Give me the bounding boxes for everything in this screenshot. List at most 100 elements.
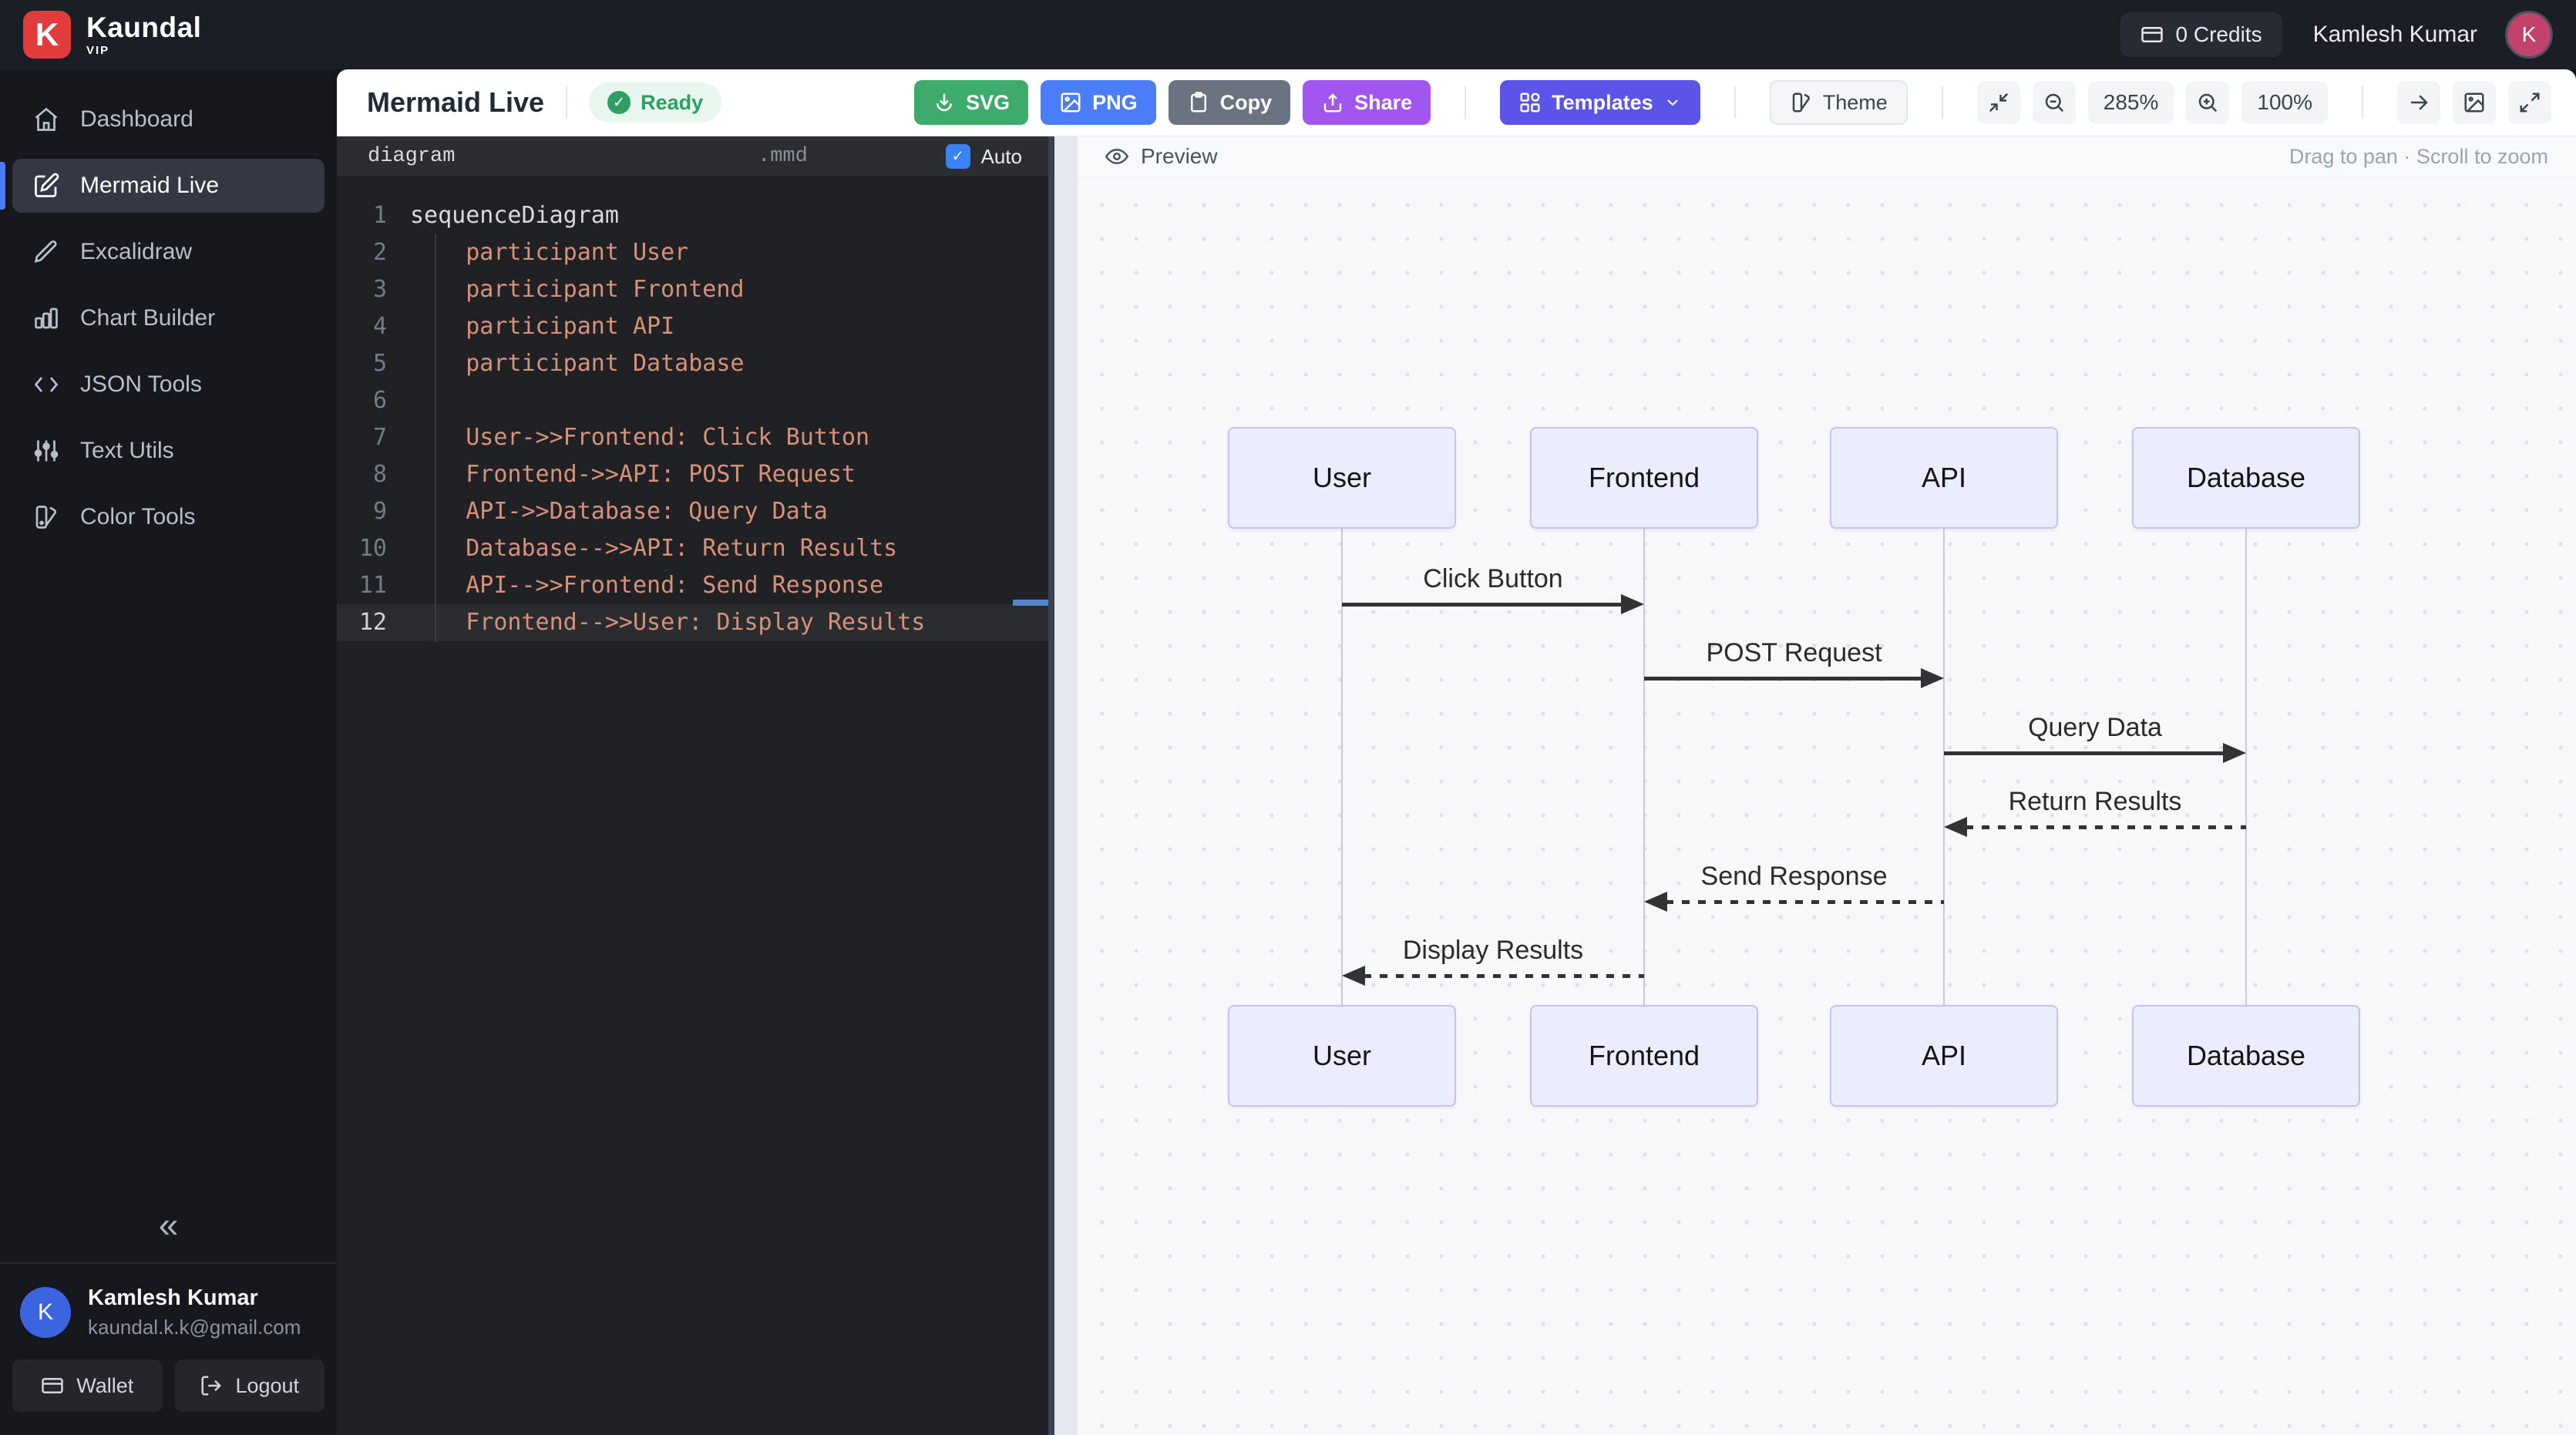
participant-box-top: Database [2132, 427, 2360, 529]
code-line[interactable]: 6 [337, 382, 1048, 419]
sidebar-user-email: kaundal.k.k@gmail.com [88, 1316, 301, 1339]
code-line[interactable]: 11 API-->>Frontend: Send Response [337, 567, 1048, 604]
message-line [1666, 900, 1944, 904]
code-line[interactable]: 7 User->>Frontend: Click Button [337, 419, 1048, 456]
sidebar-user-name: Kamlesh Kumar [88, 1285, 258, 1310]
sidebar-item-color-tools[interactable]: Color Tools [12, 490, 325, 544]
editor-file-extension: .mmd [758, 145, 808, 168]
zoom-in-button[interactable] [2186, 81, 2230, 124]
brand-name: Kaundal [86, 12, 202, 43]
sidebar-collapse-icon[interactable]: « [158, 1205, 179, 1245]
top-bar: K Kaundal VIP 0 Credits Kamlesh Kumar K [0, 0, 2576, 69]
credits-label: 0 Credits [2175, 22, 2262, 46]
code-line[interactable]: 1 sequenceDiagram [337, 197, 1048, 234]
sidebar-item-label: Text Utils [80, 438, 174, 463]
code-text: API-->>Frontend: Send Response [410, 572, 884, 599]
pan-right-button[interactable] [2397, 81, 2440, 124]
eye-icon [1105, 148, 1128, 165]
credit-card-icon [2141, 27, 2163, 42]
indent-guide [435, 234, 436, 643]
export-scale[interactable]: 100% [2241, 81, 2328, 124]
line-number: 3 [372, 276, 387, 303]
wallet-button[interactable]: Wallet [12, 1359, 163, 1412]
brand-logo[interactable]: K Kaundal VIP [23, 11, 201, 59]
share-button[interactable]: Share [1303, 80, 1431, 125]
sidebar-item-excalidraw[interactable]: Excalidraw [12, 225, 325, 279]
line-number: 1 [372, 202, 387, 229]
code-line[interactable]: 3 participant Frontend [337, 271, 1048, 308]
code-text: participant Database [410, 350, 745, 377]
palette-icon [35, 506, 56, 529]
export-svg-button[interactable]: SVG [914, 80, 1029, 125]
sidebar-item-label: Color Tools [80, 504, 196, 529]
zoom-out-button[interactable] [2032, 81, 2076, 124]
chevron-down-icon [1666, 99, 1678, 106]
arrowhead-icon [1342, 966, 1365, 986]
lifeline [1643, 529, 1645, 1005]
sidebar-item-dashboard[interactable]: Dashboard [12, 92, 325, 146]
message-label: Send Response [1700, 862, 1888, 891]
sidebar-item-json-tools[interactable]: JSON Tools [12, 358, 325, 412]
code-line[interactable]: 4 participant API [337, 308, 1048, 345]
message-label: POST Request [1706, 638, 1882, 667]
line-number: 11 [358, 572, 387, 599]
logout-button[interactable]: Logout [174, 1359, 325, 1412]
auto-render-toggle[interactable]: ✓ Auto [945, 144, 1022, 169]
bar-chart-icon [35, 308, 58, 329]
zoom-in-icon [2199, 93, 2218, 113]
code-line[interactable]: 5 participant Database [337, 345, 1048, 382]
templates-button[interactable]: Templates [1500, 80, 1700, 125]
message-line [1342, 603, 1623, 607]
arrow-right-icon [2411, 95, 2428, 110]
pane-resize-handle[interactable] [1048, 136, 1078, 1435]
credit-card-icon [42, 1378, 63, 1393]
message-line [1944, 751, 2225, 755]
status-badge: ✓ Ready [589, 82, 722, 123]
participant-box-bottom: Database [2132, 1005, 2360, 1107]
export-png-button[interactable]: PNG [1041, 80, 1156, 125]
code-line[interactable]: 12 Frontend-->>User: Display Results [337, 604, 1048, 641]
user-avatar[interactable]: K [2505, 11, 2553, 59]
line-number: 12 [358, 609, 387, 636]
sidebar-item-text-utils[interactable]: Text Utils [12, 424, 325, 478]
sidebar-item-mermaid-live[interactable]: Mermaid Live [0, 159, 325, 213]
code-text: sequenceDiagram [410, 202, 619, 229]
code-text: Frontend->>API: POST Request [410, 461, 856, 488]
sidebar-item-label: JSON Tools [80, 371, 202, 397]
sidebar-item-chart-builder[interactable]: Chart Builder [12, 291, 325, 345]
code-text: participant Frontend [410, 276, 745, 303]
credits-button[interactable]: 0 Credits [2120, 12, 2282, 57]
code-line[interactable]: 9 API->>Database: Query Data [337, 493, 1048, 530]
editor-tab-name[interactable]: diagram [368, 145, 456, 168]
line-number: 4 [372, 313, 387, 340]
maximize-icon [2520, 92, 2540, 113]
sidebar-item-label: Dashboard [80, 106, 193, 132]
scrollbar-cursor-marker [1013, 600, 1048, 606]
fullscreen-button[interactable] [2508, 81, 2551, 124]
brand-subtitle: VIP [86, 44, 110, 57]
message-label: Display Results [1402, 936, 1584, 965]
line-number: 5 [372, 350, 387, 377]
sidebar-user: K Kamlesh Kumar kaundal.k.k@gmail.com [12, 1285, 325, 1359]
snapshot-button[interactable] [2453, 81, 2496, 124]
line-number: 10 [358, 535, 387, 562]
theme-button[interactable]: Theme [1769, 80, 1908, 125]
sliders-icon [34, 440, 59, 462]
main-area: Mermaid Live ✓ Ready SVG PNG Copy [337, 69, 2576, 1435]
code-line[interactable]: 8 Frontend->>API: POST Request [337, 456, 1048, 493]
code-line[interactable]: 2 participant User [337, 234, 1048, 271]
main-header: Mermaid Live ✓ Ready SVG PNG Copy [337, 69, 2576, 136]
edit-square-icon [35, 173, 59, 197]
lifeline [2245, 529, 2247, 1005]
copy-button[interactable]: Copy [1168, 80, 1291, 125]
editor-tab-bar: diagram .mmd ✓ Auto [337, 136, 1048, 177]
line-number: 6 [372, 387, 387, 414]
code-line[interactable]: 10 Database-->>API: Return Results [337, 530, 1048, 567]
zoom-level[interactable]: 285% [2087, 81, 2174, 124]
checkbox-checked-icon: ✓ [945, 144, 970, 169]
arrowhead-icon [1921, 668, 1944, 688]
zoom-out-icon [2045, 93, 2063, 113]
fit-view-button[interactable] [1976, 81, 2020, 124]
